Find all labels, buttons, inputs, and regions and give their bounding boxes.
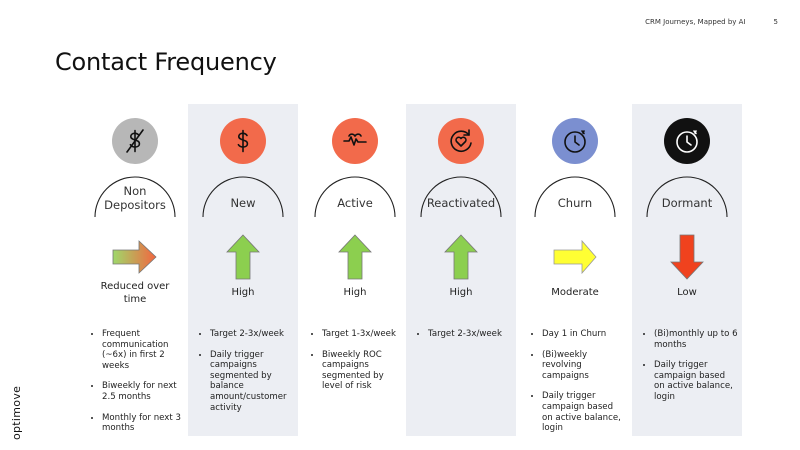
red-down-arrow: [670, 234, 704, 280]
doc-title: CRM Journeys, Mapped by AI: [645, 18, 746, 26]
bullet-item: Day 1 in Churn: [542, 329, 626, 340]
column-new: NewHighTarget 2-3x/weekDaily trigger cam…: [188, 104, 298, 436]
arc-divider: [646, 176, 728, 218]
heart-refresh-icon: [438, 118, 484, 164]
arc-divider: [202, 176, 284, 218]
no-dollar-icon: [112, 118, 158, 164]
page-title: Contact Frequency: [55, 48, 277, 76]
bullet-item: (Bi)monthly up to 6 months: [654, 329, 738, 350]
frequency-label: High: [343, 287, 367, 298]
arc-divider: [314, 176, 396, 218]
column-churn: ChurnModerateDay 1 in Churn (Bi)weekly re…: [520, 104, 630, 436]
green-up-arrow: [226, 234, 260, 280]
frequency-label: High: [231, 287, 255, 298]
optimove-logo: optimove: [10, 385, 23, 440]
bullet-item: Daily trigger campaigns segmented by bal…: [210, 350, 294, 414]
page-number: 5: [773, 18, 778, 26]
bullet-list: Day 1 in Churn (Bi)weekly revolving campa…: [526, 329, 626, 444]
page-header: CRM Journeys, Mapped by AI 5: [645, 18, 778, 26]
bullet-item: Biweekly ROC campaigns segmented by leve…: [322, 350, 406, 392]
yellow-right-arrow: [553, 239, 597, 275]
bullet-item: Daily trigger campaign based on active b…: [542, 391, 626, 433]
bullet-list: Frequent communication (~6x) in first 2 …: [86, 329, 186, 444]
bullet-item: (Bi)weekly revolving campaigns: [542, 350, 626, 382]
bullet-item: Target 1-3x/week: [322, 329, 406, 340]
arc-divider: [534, 176, 616, 218]
segment-label: New: [230, 196, 256, 210]
segment-label: Churn: [557, 196, 593, 210]
frequency-label: Low: [677, 287, 697, 298]
segment-label: Reactivated: [426, 196, 496, 210]
frequency-label: Moderate: [551, 287, 599, 298]
column-reactivated: ReactivatedHighTarget 2-3x/week: [406, 104, 516, 436]
segment-label: Dormant: [661, 196, 713, 210]
arc-divider: [94, 176, 176, 218]
gradient-right-arrow: [112, 240, 157, 274]
bullet-item: Biweekly for next 2.5 months: [102, 381, 186, 402]
green-up-arrow: [338, 234, 372, 280]
column-active: ActiveHighTarget 1-3x/weekBiweekly ROC c…: [300, 104, 410, 436]
clock-icon: [664, 118, 710, 164]
dollar-icon: [220, 118, 266, 164]
bullet-list: Target 1-3x/weekBiweekly ROC campaigns s…: [306, 329, 406, 402]
clock-icon: [552, 118, 598, 164]
bullet-item: Monthly for next 3 months: [102, 413, 186, 434]
bullet-item: Frequent communication (~6x) in first 2 …: [102, 329, 186, 371]
bullet-list: Target 2-3x/week: [412, 329, 512, 350]
bullet-item: Daily trigger campaign based on active b…: [654, 360, 738, 402]
green-up-arrow: [444, 234, 478, 280]
frequency-label: Reduced over time: [100, 281, 170, 305]
arc-divider: [420, 176, 502, 218]
heartbeat-icon: [332, 118, 378, 164]
bullet-list: Target 2-3x/weekDaily trigger campaigns …: [194, 329, 294, 423]
frequency-label: High: [449, 287, 473, 298]
segment-label: Active: [337, 196, 373, 210]
bullet-item: Target 2-3x/week: [210, 329, 294, 340]
bullet-list: (Bi)monthly up to 6 monthsDaily trigger …: [638, 329, 738, 413]
segment-label: Non Depositors: [104, 184, 166, 212]
bullet-item: Target 2-3x/week: [428, 329, 512, 340]
